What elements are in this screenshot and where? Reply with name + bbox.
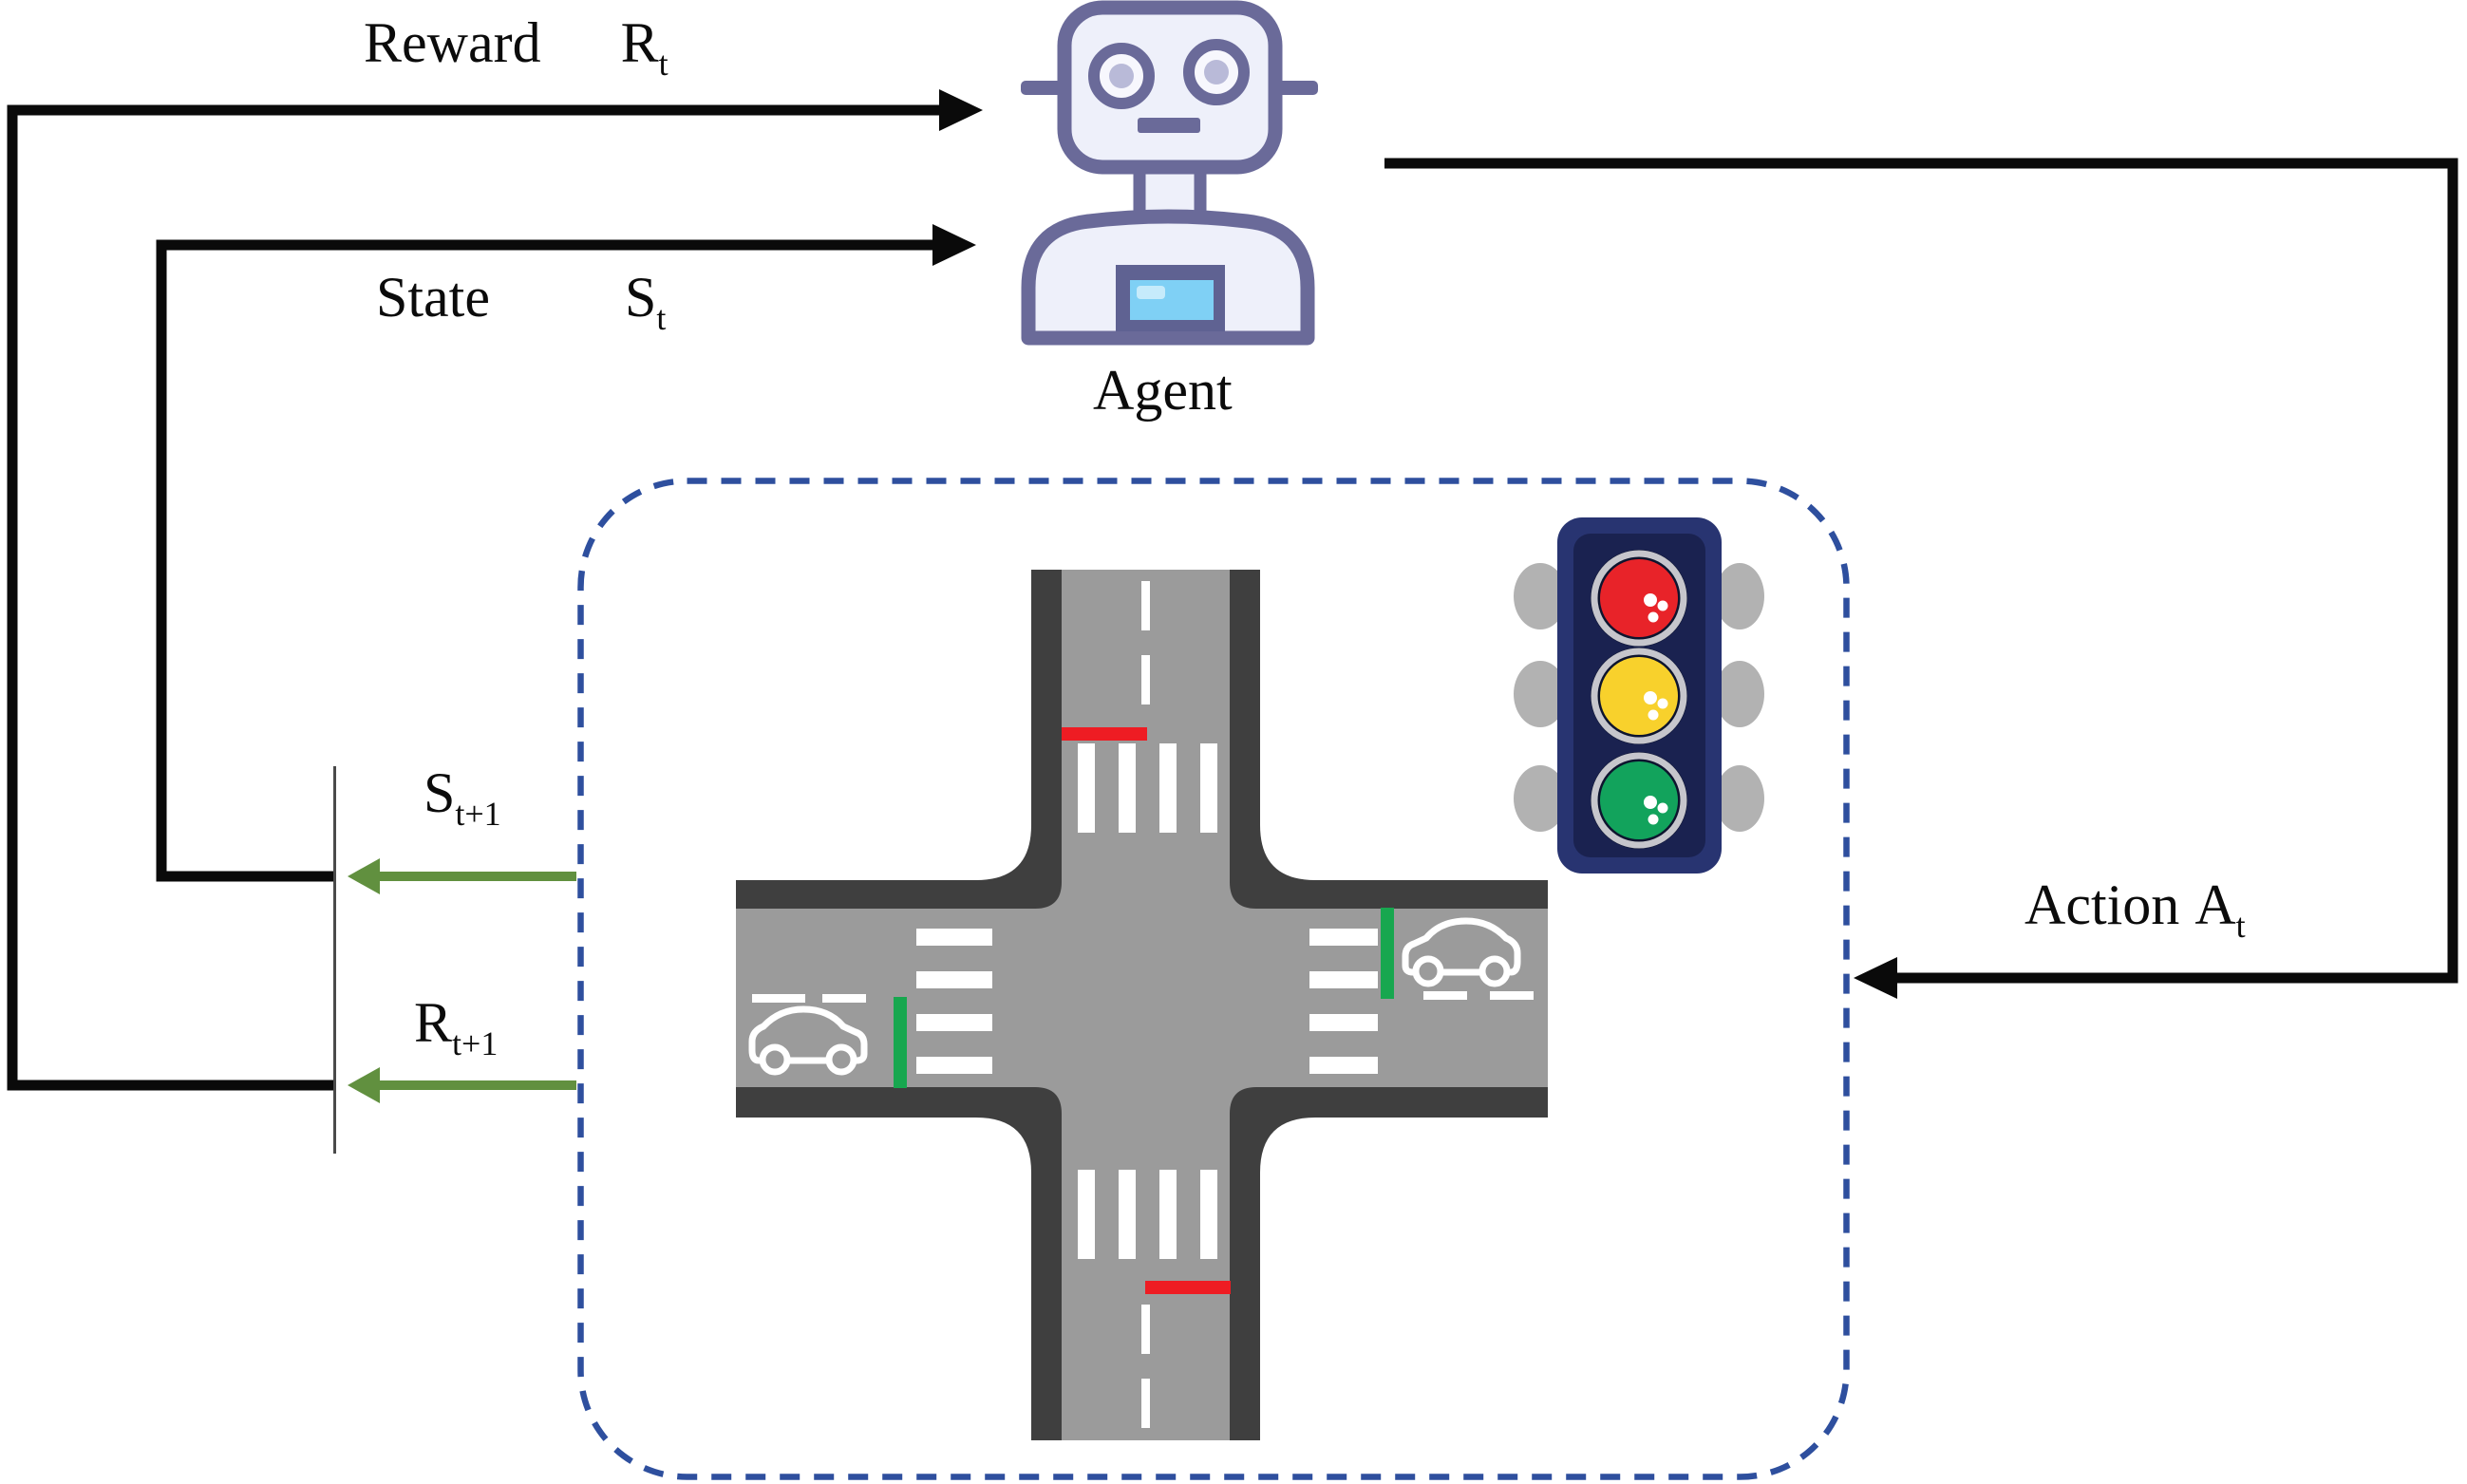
action-arrow (1384, 158, 2458, 999)
action-subscript: t (2235, 907, 2246, 945)
next-state-symbol: S (424, 761, 456, 824)
red-lamp (1591, 550, 1687, 647)
action-symbol: A (2194, 873, 2236, 936)
go-bar-east (1381, 908, 1394, 999)
state-label: State St (376, 266, 666, 337)
next-reward-arrow (348, 1067, 576, 1103)
road-asphalt-cross (736, 570, 1548, 1440)
next-state-label: St+1 (424, 761, 501, 833)
lane-dashes-left (752, 994, 866, 1003)
reward-arrow (7, 89, 983, 1091)
traffic-light-wings (1514, 563, 1764, 832)
action-word: Action (2024, 873, 2180, 936)
lane-dashes-right (1423, 991, 1534, 1000)
crosswalk-west (916, 929, 992, 1074)
crosswalk-south (1078, 1170, 1217, 1259)
robot-mouth (1138, 118, 1200, 133)
robot-antenna-right (1274, 81, 1318, 95)
crosswalk-east (1309, 929, 1378, 1074)
dashed-rounded-box (577, 478, 1850, 1480)
traffic-light-icon (1514, 517, 1764, 873)
state-word: State (376, 266, 490, 329)
stop-line-north (1062, 727, 1147, 741)
arrowhead-left-icon (348, 858, 380, 894)
yellow-lamp (1591, 648, 1687, 744)
reward-label: Reward Rt (364, 11, 669, 83)
next-state-subscript: t+1 (455, 795, 501, 833)
next-state-arrow (348, 858, 576, 894)
arrowhead-right-icon (932, 224, 976, 266)
reward-word: Reward (364, 11, 541, 74)
road-intersection (736, 570, 1548, 1440)
state-subscript: t (656, 299, 667, 337)
robot-antenna-left (1021, 81, 1064, 95)
state-symbol: S (624, 266, 657, 329)
arrowhead-right-icon (939, 89, 983, 131)
crosswalk-north (1078, 743, 1217, 833)
state-arrow (156, 224, 976, 882)
stop-line-south (1145, 1281, 1231, 1294)
reward-subscript: t (658, 45, 669, 83)
green-lamp (1591, 752, 1687, 849)
next-reward-subscript: t+1 (452, 1024, 499, 1062)
go-bar-west (894, 997, 907, 1088)
robot-icon (1021, 0, 1318, 346)
agent-label: Agent (1093, 359, 1233, 422)
arrowhead-left-icon (1854, 957, 1897, 999)
reward-symbol: R (620, 11, 659, 74)
arrowhead-left-icon (348, 1067, 380, 1103)
next-reward-label: Rt+1 (414, 991, 498, 1062)
next-reward-symbol: R (414, 991, 453, 1054)
